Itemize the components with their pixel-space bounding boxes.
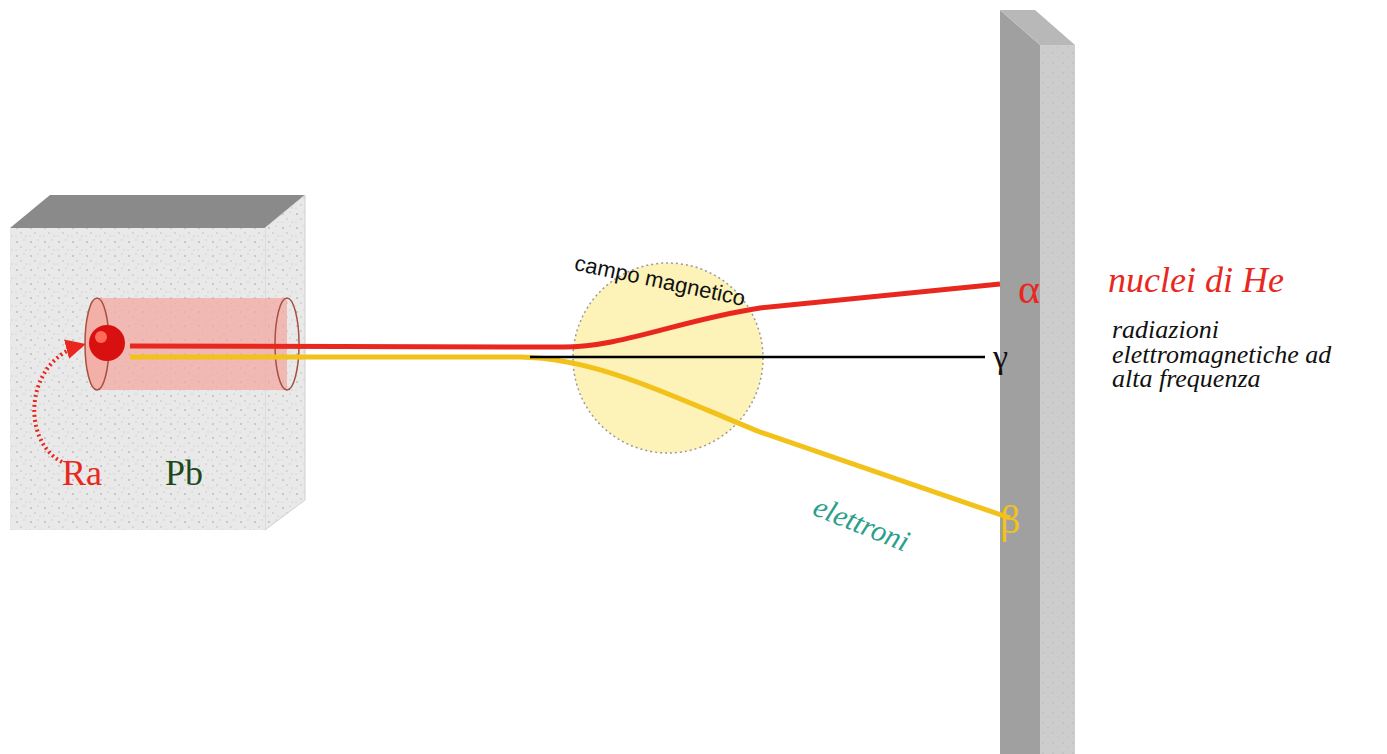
beta-beam: [130, 357, 1010, 518]
radiation-symbol: γ: [993, 340, 1008, 374]
radiation-description: nuclei di He: [1108, 262, 1284, 298]
particle-label: elettroni: [809, 491, 913, 556]
radiation-symbol: β: [1000, 500, 1020, 540]
radiation-symbol: α: [1018, 268, 1040, 310]
element-name: Ra: [62, 455, 102, 491]
detector-screen: [1000, 10, 1075, 754]
gamma-beam: [530, 356, 985, 359]
radiation-description: radiazioni elettromagnetiche ad alta fre…: [1112, 318, 1374, 392]
lead-block: [10, 195, 305, 530]
pointer-arrow: [34, 345, 82, 462]
element-name: Pb: [165, 455, 203, 491]
alpha-beam: [130, 284, 1000, 347]
